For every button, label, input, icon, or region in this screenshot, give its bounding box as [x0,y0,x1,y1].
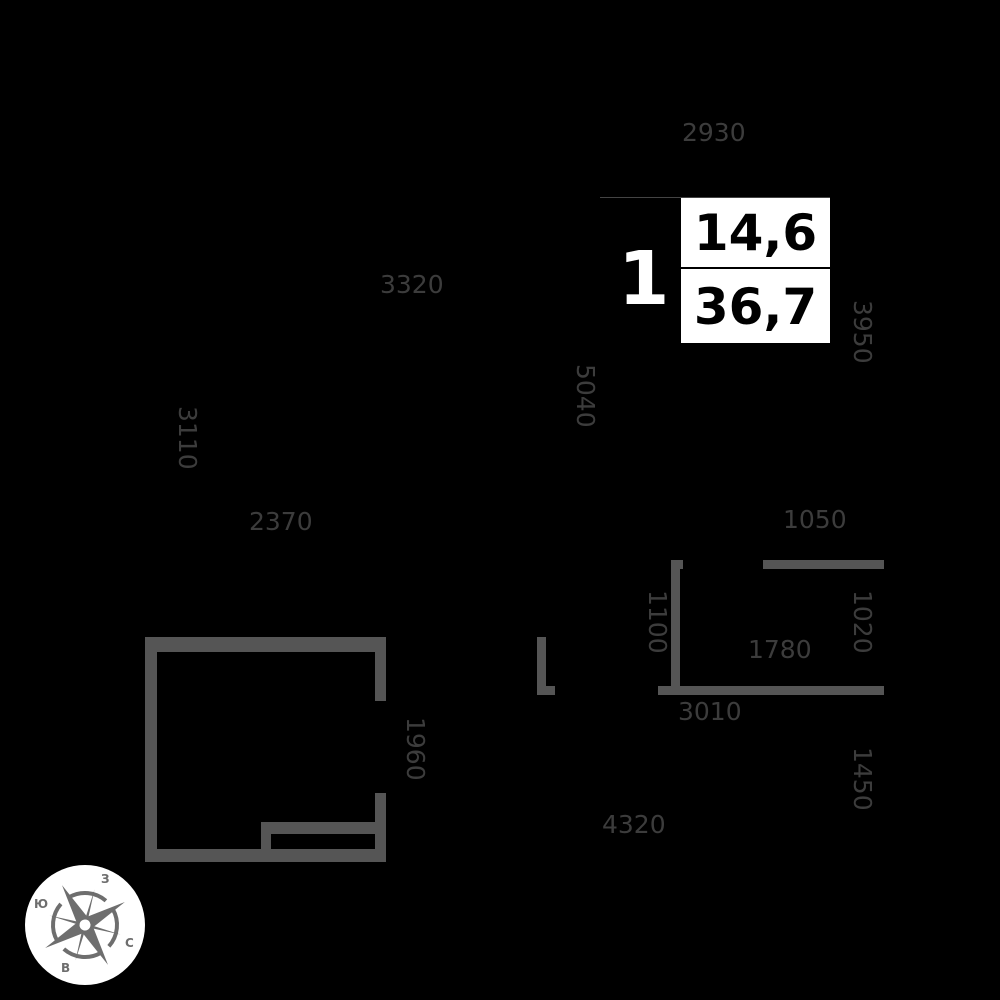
dimension-label-3320: 3320 [380,270,444,299]
dimension-label-1050: 1050 [783,505,847,534]
dimension-label-5040: 5040 [571,364,600,428]
dimension-label-2370: 2370 [249,507,313,536]
compass-rose-icon [45,885,125,965]
inner-step-horizontal [261,822,386,834]
wall-top [145,637,386,652]
dimension-label-3010: 3010 [678,697,742,726]
dimension-label-1020: 1020 [848,590,877,654]
wall-fragment-foot [537,686,555,695]
inner-step-vertical [261,822,271,862]
wall-vertical-right [671,560,680,695]
dimension-label-2930: 2930 [682,118,746,147]
dimension-label-1960: 1960 [401,717,430,781]
dimension-label-1450: 1450 [848,747,877,811]
total-area-value: 36,7 [693,278,818,336]
divider-line [600,197,830,198]
compass-west-label: З [101,872,110,886]
compass-east-label: В [61,961,71,975]
living-area-value: 14,6 [693,204,818,262]
wall-left [145,637,157,862]
area-box: 14,6 36,7 [681,198,830,343]
wall-fragment-vertical [537,637,546,695]
dimension-label-1100: 1100 [643,590,672,654]
dimension-label-3950: 3950 [848,300,877,364]
compass-north-label: С [125,936,134,950]
compass-south-label: Ю [34,897,49,911]
dimension-label-1780: 1780 [748,635,812,664]
dimension-label-3110: 3110 [173,406,202,470]
area-divider [681,267,830,269]
wall-vertical-right-cap [671,560,683,569]
room-number: 1 [618,236,670,322]
wall-horizontal-lower [658,686,884,695]
compass: З Ю С В [25,865,145,985]
wall-right-upper [375,637,386,701]
wall-horizontal-upper [763,560,884,569]
dimension-label-4320: 4320 [602,810,666,839]
